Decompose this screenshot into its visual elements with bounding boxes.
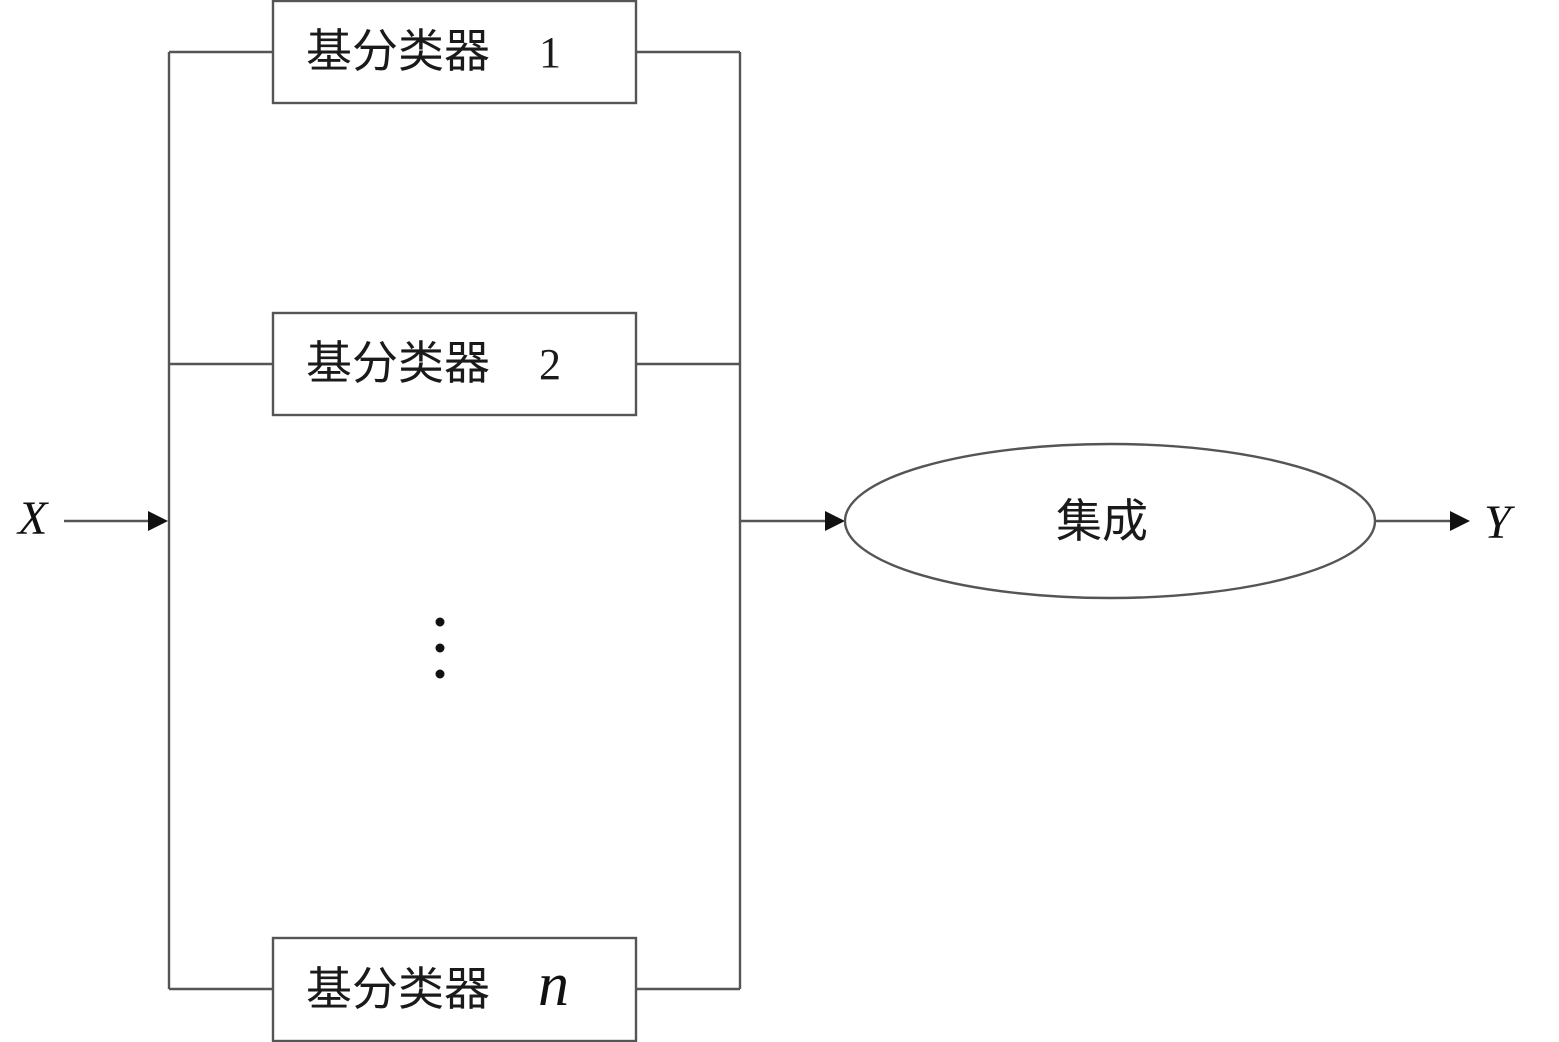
input-arrowhead <box>148 511 168 531</box>
input-label: X <box>16 492 49 545</box>
classifier-1-name: 基分类器 <box>306 24 490 78</box>
ensemble-label: 集成 <box>1056 494 1148 548</box>
vertical-ellipsis <box>435 617 445 679</box>
output-label: Y <box>1484 496 1515 549</box>
output-arrowhead <box>1450 511 1470 531</box>
classifier-1-box <box>271 0 638 105</box>
classifier-n-index: n <box>538 951 569 1019</box>
classifier-2-name: 基分类器 <box>306 336 490 390</box>
ensemble-in-arrowhead <box>825 511 845 531</box>
classifier-2-index: 2 <box>539 340 561 389</box>
classifier-1-index: 1 <box>539 28 561 77</box>
classifier-n-name: 基分类器 <box>306 962 490 1016</box>
